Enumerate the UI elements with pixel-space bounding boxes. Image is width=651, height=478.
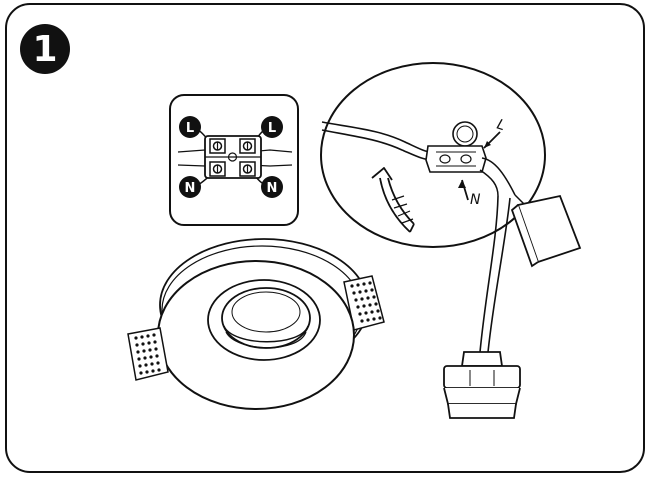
step-number-badge [20,24,70,74]
terminal-bottom-right-label: N [267,181,278,196]
terminal-top-left-label: L [186,121,194,136]
terminal-bottom-left-badge [179,176,201,198]
wiring-detail-magnifier: L N [320,62,546,248]
neutral-wire-label: N [470,192,481,208]
rotation-arrow [371,167,415,233]
supply-cable [479,195,499,353]
driver-box [510,194,582,268]
lamp-holder-socket [443,351,521,419]
terminal-top-left-badge [179,116,201,138]
mounting-clip-left [127,327,169,381]
terminal-connector-diagram: L L N N [169,94,299,226]
terminal-top-right-label: L [268,121,276,136]
recessed-downlight-fixture [127,238,385,410]
terminal-bottom-right-badge [261,176,283,198]
terminal-bottom-left-label: N [185,181,196,196]
mounting-clip-right [343,275,385,331]
terminal-top-right-badge [261,116,283,138]
